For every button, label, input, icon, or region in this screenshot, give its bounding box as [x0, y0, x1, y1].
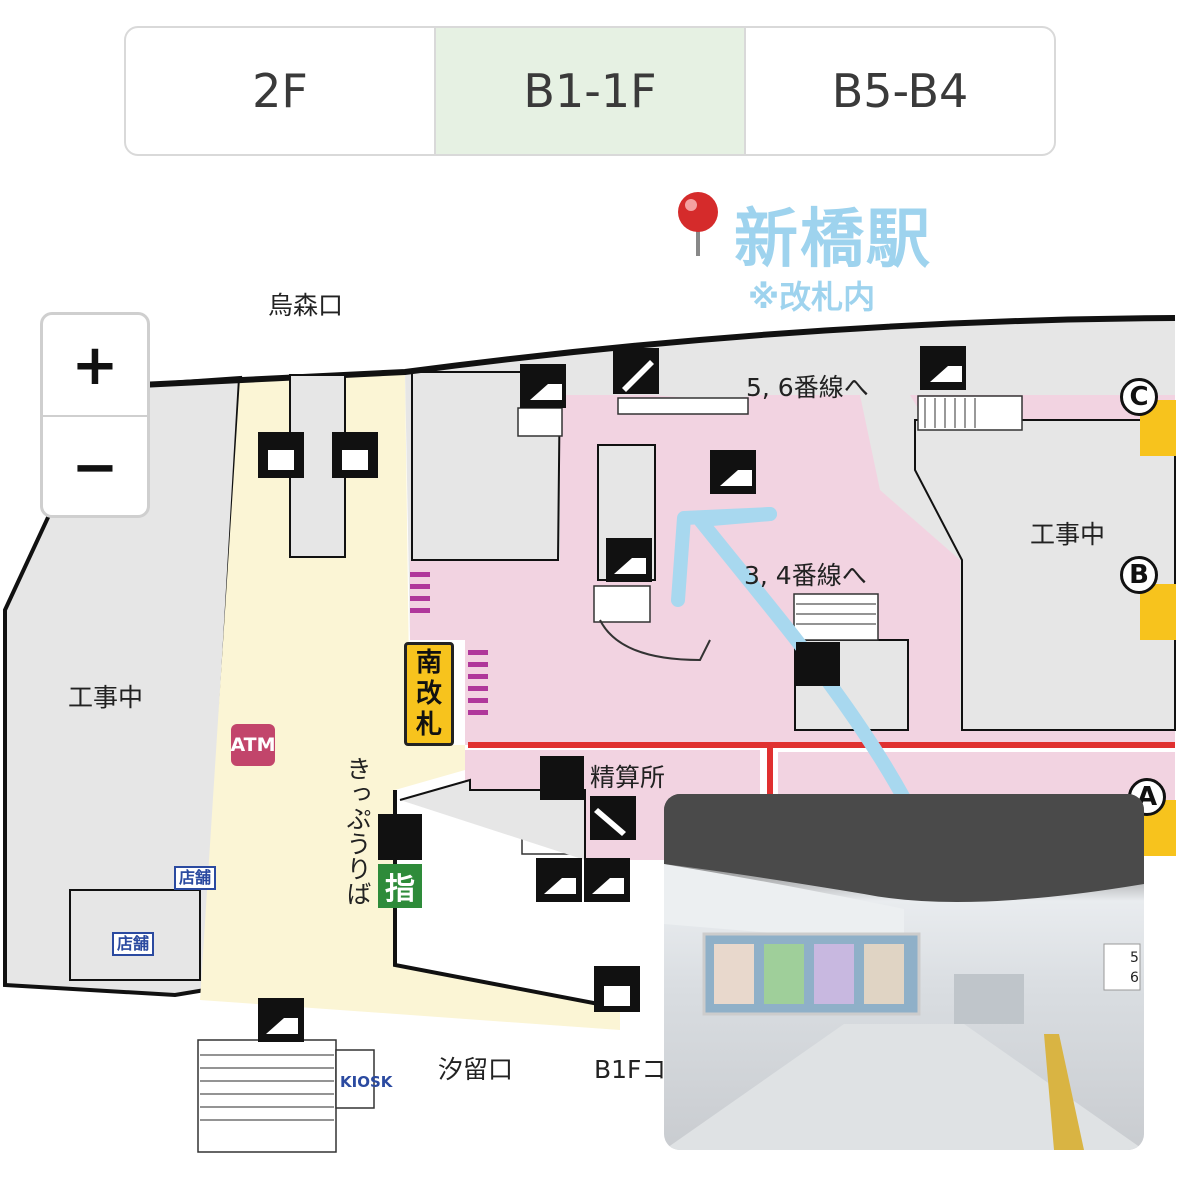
gate-char-1: 南 — [415, 647, 442, 678]
zoom-control: + − — [40, 312, 150, 518]
zoom-out-button[interactable]: − — [43, 415, 147, 515]
tab-2f[interactable]: 2F — [252, 64, 308, 118]
reserved-seat-marker[interactable]: 指 — [378, 864, 422, 908]
label-ticket-area: きっぷうりば — [343, 756, 372, 906]
location-pin-icon — [678, 192, 718, 256]
label-construction-left: 工事中 — [68, 683, 144, 712]
floor-tabs: 2F B1-1F B5-B4 — [124, 26, 1056, 156]
station-name: 新橋駅 — [734, 203, 932, 277]
photo-sign-5: 5 — [1130, 950, 1139, 966]
gate-char-2: 改 — [415, 678, 442, 709]
tab-b1-1f[interactable]: B1-1F — [434, 28, 744, 154]
corridor-photo[interactable]: 5 6 — [664, 794, 1144, 1150]
kiosk-label[interactable]: KIOSK — [340, 1073, 393, 1091]
label-fare-adjustment: 精算所 — [590, 763, 666, 792]
gate-char-3: 札 — [415, 709, 442, 740]
label-construction-right: 工事中 — [1030, 520, 1106, 549]
map-pictograms — [258, 346, 1176, 1042]
label-tracks-5-6: 5, 6番線へ — [746, 373, 869, 402]
south-ticket-gate-sign: 南 改 札 — [404, 642, 454, 746]
exit-c-marker[interactable]: C — [1120, 378, 1158, 416]
label-karasumori-exit: 烏森口 — [268, 291, 344, 320]
shop-marker-2[interactable]: 店舗 — [112, 932, 155, 956]
label-tracks-3-4: 3, 4番線へ — [744, 561, 867, 590]
corridor-photo-drawing: 5 6 — [664, 794, 1144, 1150]
station-note: ※改札内 — [748, 278, 876, 316]
tab-b5-b4[interactable]: B5-B4 — [744, 28, 1054, 154]
label-shiodome-exit: 汐留口 — [438, 1055, 514, 1084]
photo-sign-6: 6 — [1130, 970, 1139, 986]
atm-marker[interactable]: ATM — [230, 724, 276, 766]
zoom-in-button[interactable]: + — [71, 332, 119, 398]
shop-marker-1[interactable]: 店舗 — [174, 866, 217, 890]
exit-b-marker[interactable]: B — [1120, 556, 1158, 594]
label-b1f: B1Fコ — [594, 1055, 667, 1084]
